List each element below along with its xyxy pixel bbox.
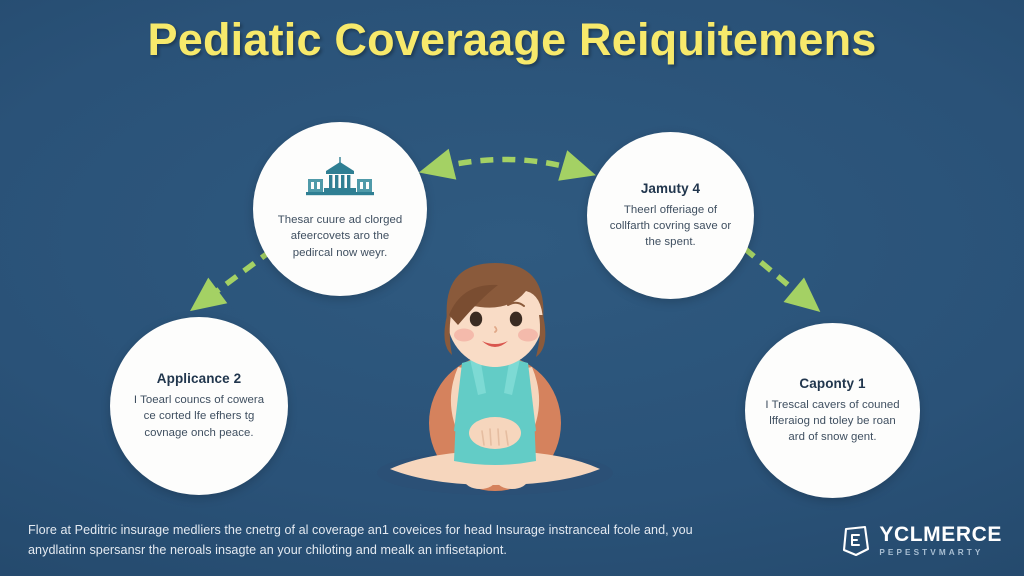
hair-side-left [444,315,452,355]
arrow-left-diagonal [190,247,274,312]
foot-left [464,469,496,489]
node-bottom-right[interactable]: Caponty 1 I Trescal cavers of couned lff… [745,323,920,498]
strap-right [504,357,520,395]
shield-badge-icon [841,525,871,557]
foot-right [496,469,528,489]
hands [469,417,521,449]
node-top-left[interactable]: Thesar cuure ad clorged afeercovets aro … [253,122,427,296]
logo-text-wrap: YCLMERCE PEPESTVMARTY [879,524,1002,557]
node-title: Caponty 1 [799,375,866,391]
finger-lines [481,428,509,446]
eye-left [469,311,483,327]
hair [446,263,544,321]
eyebrow-right [507,301,525,307]
nose [494,326,498,333]
node-title: Jamuty 4 [640,180,701,196]
arrow-right-diagonal [742,245,821,313]
hair-bangs [449,284,498,325]
node-title: Applicance 2 [156,371,242,387]
legs [390,451,600,485]
arrow-top-center [418,148,596,181]
hair-side-right [536,315,546,357]
page-title: Pediatic Coveraage Reiquitemens [147,14,877,65]
footer-description: Flore at Peditric insurage medliers the … [28,523,693,557]
node-bottom-left[interactable]: Applicance 2 I Toearl councs of cowera c… [110,317,288,495]
cheek-right [518,328,538,342]
cheek-left [454,328,474,342]
logo-tagline: PEPESTVMARTY [879,548,984,557]
node-body: Thesar cuure ad clorged afeercovets aro … [277,214,403,259]
brand-logo[interactable]: YCLMERCE PEPESTVMARTY [841,524,1002,557]
logo-name: YCLMERCE [879,523,1002,546]
node-top-right[interactable]: Jamuty 4 Theerl offeriage of collfarth c… [587,132,754,299]
node-body: I Toearl councs of cowera ce corted lfe … [133,394,265,439]
government-building-icon [302,157,378,197]
mouth [482,341,508,347]
node-body: I Trescal cavers of couned lfferaiog nd … [765,398,900,444]
node-body: Theerl offeriage of collfarth covring sa… [609,203,732,249]
seated-child-illustration [377,263,613,495]
eye-right [509,311,523,327]
strap-left [470,357,486,395]
